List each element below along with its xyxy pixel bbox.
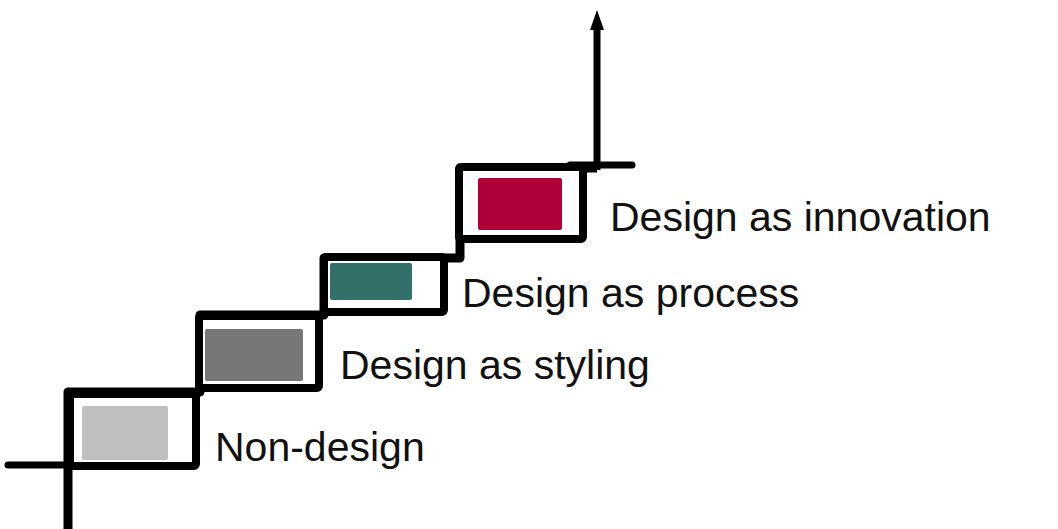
step-label: Non-design [215, 427, 425, 468]
step-box: Non-design [66, 390, 200, 470]
step-fill [478, 178, 562, 230]
step-box: Design as innovation [455, 163, 587, 243]
step-box: Design as process [320, 253, 448, 316]
step-label: Design as styling [340, 345, 650, 386]
step-fill [330, 263, 412, 300]
step-label: Design as innovation [610, 197, 991, 238]
stair-line [8, 462, 72, 469]
stair-arrow-shaft [594, 22, 601, 170]
stair-arrow-head [590, 10, 604, 30]
step-fill [82, 406, 168, 460]
step-box: Design as styling [195, 312, 323, 392]
step-fill [205, 329, 303, 381]
step-label: Design as process [462, 273, 799, 314]
